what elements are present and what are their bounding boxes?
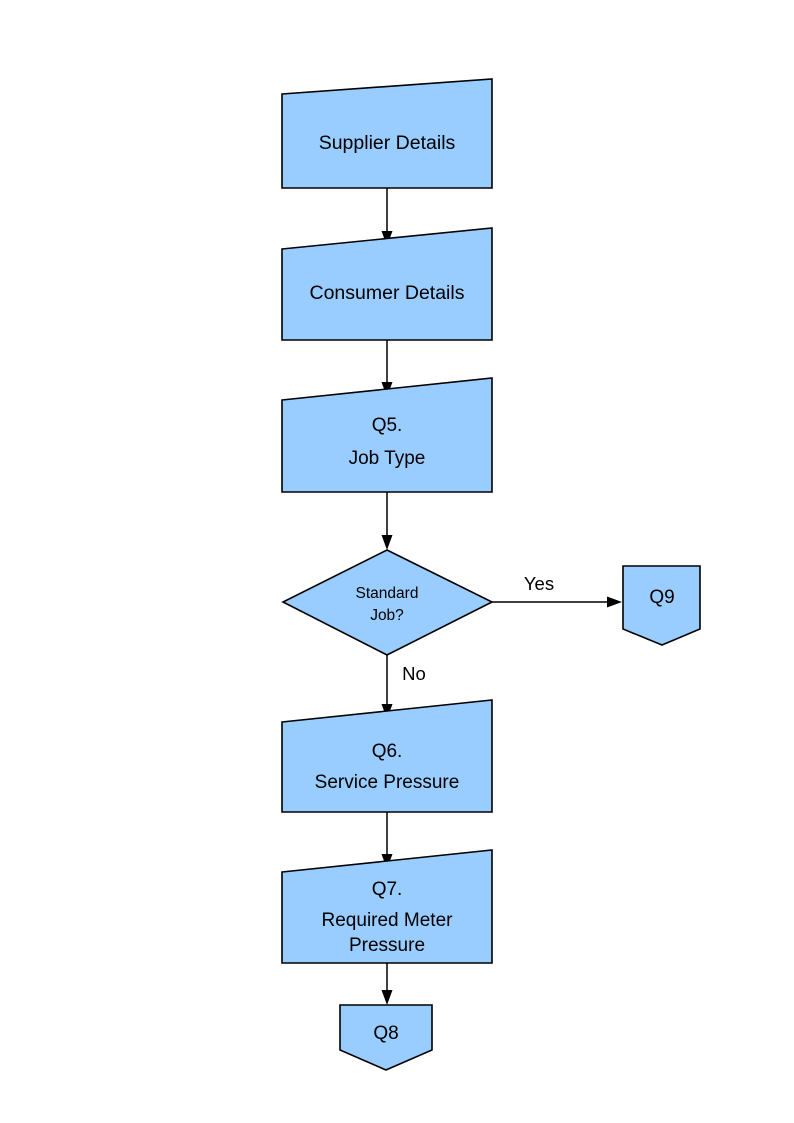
connector-q5-to-decision <box>381 492 393 550</box>
node-q5-job-type[interactable]: Q5. Job Type <box>281 377 493 493</box>
standard-job-label-line2: Job? <box>370 607 404 624</box>
node-standard-job-decision[interactable]: Standard Job? <box>281 549 494 656</box>
q5-job-type-label-line1: Q5. <box>372 415 403 436</box>
consumer-details-label: Consumer Details <box>310 282 465 304</box>
q6-service-pressure-label-line2: Service Pressure <box>315 772 460 793</box>
standard-job-decision-shape[interactable] <box>281 549 494 656</box>
q6-service-pressure-shape[interactable] <box>281 699 493 813</box>
connector-decision-to-q6 <box>381 655 393 719</box>
q8-label: Q8 <box>373 1023 398 1044</box>
node-q9[interactable]: Q9 <box>622 565 701 646</box>
edge-label-yes: Yes <box>524 573 554 594</box>
supplier-details-label: Supplier Details <box>319 132 456 154</box>
q7-label-line1: Q7. <box>372 879 403 900</box>
q8-shape[interactable] <box>339 1004 433 1071</box>
node-supplier-details[interactable]: Supplier Details <box>281 78 493 189</box>
supplier-details-shape[interactable] <box>281 78 493 189</box>
node-consumer-details[interactable]: Consumer Details <box>281 227 493 341</box>
node-q6-service-pressure[interactable]: Q6. Service Pressure <box>281 699 493 813</box>
q5-job-type-shape[interactable] <box>281 377 493 493</box>
edge-label-no: No <box>402 663 426 684</box>
q7-label-line3: Pressure <box>349 935 425 956</box>
connector-q7-to-q8 <box>381 963 393 1005</box>
q9-label: Q9 <box>649 587 674 608</box>
q7-label-line2: Required Meter <box>322 910 454 931</box>
connector-decision-to-q9 <box>492 596 622 608</box>
q6-service-pressure-label-line1: Q6. <box>372 741 403 762</box>
node-q7-required-meter-pressure[interactable]: Q7. Required Meter Pressure <box>281 849 493 964</box>
q5-job-type-label-line2: Job Type <box>349 448 426 469</box>
node-q8[interactable]: Q8 <box>339 1004 433 1071</box>
standard-job-label-line1: Standard <box>356 585 419 602</box>
q7-required-meter-pressure-shape[interactable] <box>281 849 493 964</box>
connector-supplier-to-consumer <box>381 188 393 246</box>
consumer-details-shape[interactable] <box>281 227 493 341</box>
q9-shape[interactable] <box>622 565 701 646</box>
